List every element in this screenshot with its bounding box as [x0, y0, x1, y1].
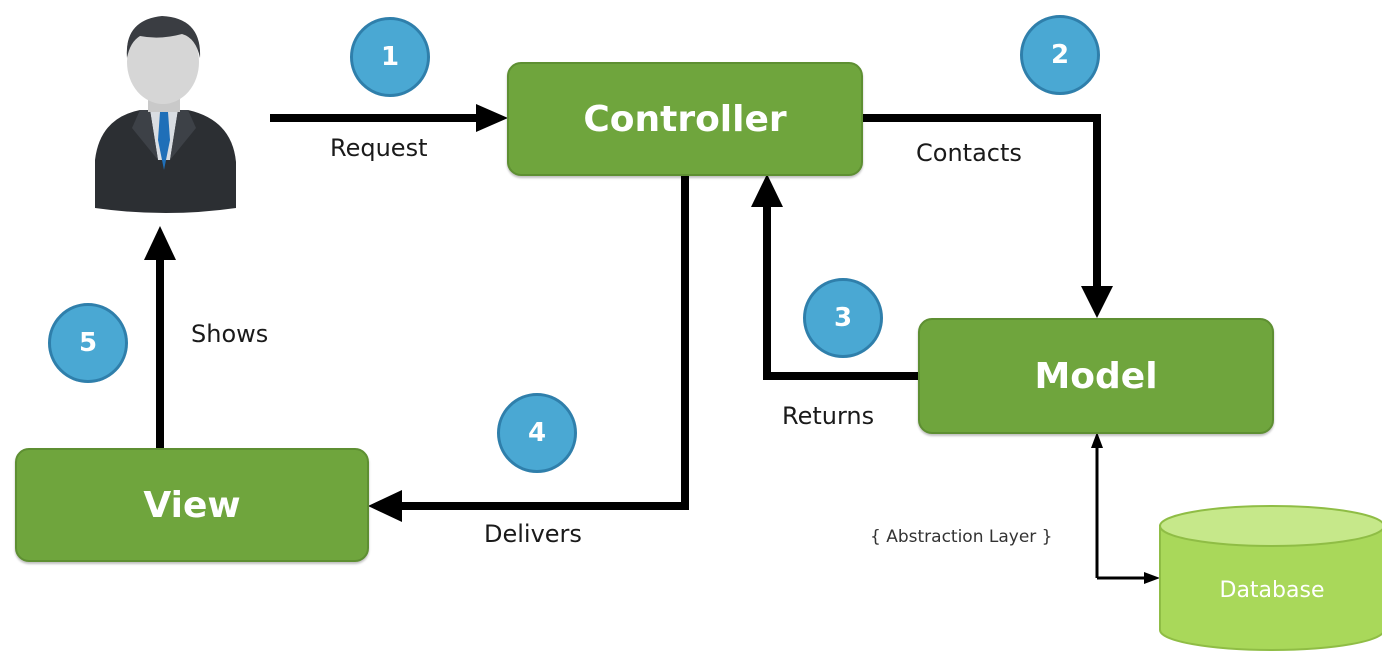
- abstraction-layer-label: { Abstraction Layer }: [870, 527, 1053, 547]
- step-4-badge: 4: [497, 393, 577, 473]
- controller-node: Controller: [507, 62, 863, 176]
- step-1-badge: 1: [350, 17, 430, 97]
- contacts-label: Contacts: [916, 139, 1022, 167]
- contacts-arrow: [859, 114, 1113, 318]
- abstraction-connector: [1091, 432, 1160, 584]
- shows-label: Shows: [191, 320, 269, 348]
- delivers-label: Delivers: [484, 520, 582, 548]
- request-label: Request: [330, 134, 428, 162]
- database-cylinder-icon: [1159, 505, 1382, 651]
- returns-arrow: [751, 174, 918, 380]
- model-label: Model: [1034, 355, 1158, 397]
- view-node: View: [15, 448, 369, 562]
- delivers-arrow: [368, 174, 689, 522]
- model-node: Model: [918, 318, 1274, 434]
- view-label: View: [143, 484, 241, 526]
- returns-label: Returns: [782, 402, 875, 430]
- step-5-badge: 5: [48, 303, 128, 383]
- step-3-badge: 3: [803, 278, 883, 358]
- request-arrow: [270, 104, 508, 132]
- shows-arrow: [144, 226, 176, 448]
- controller-label: Controller: [583, 98, 787, 140]
- database-label: Database: [1219, 578, 1325, 603]
- step-2-badge: 2: [1020, 15, 1100, 95]
- businessman-avatar-icon: [95, 16, 236, 213]
